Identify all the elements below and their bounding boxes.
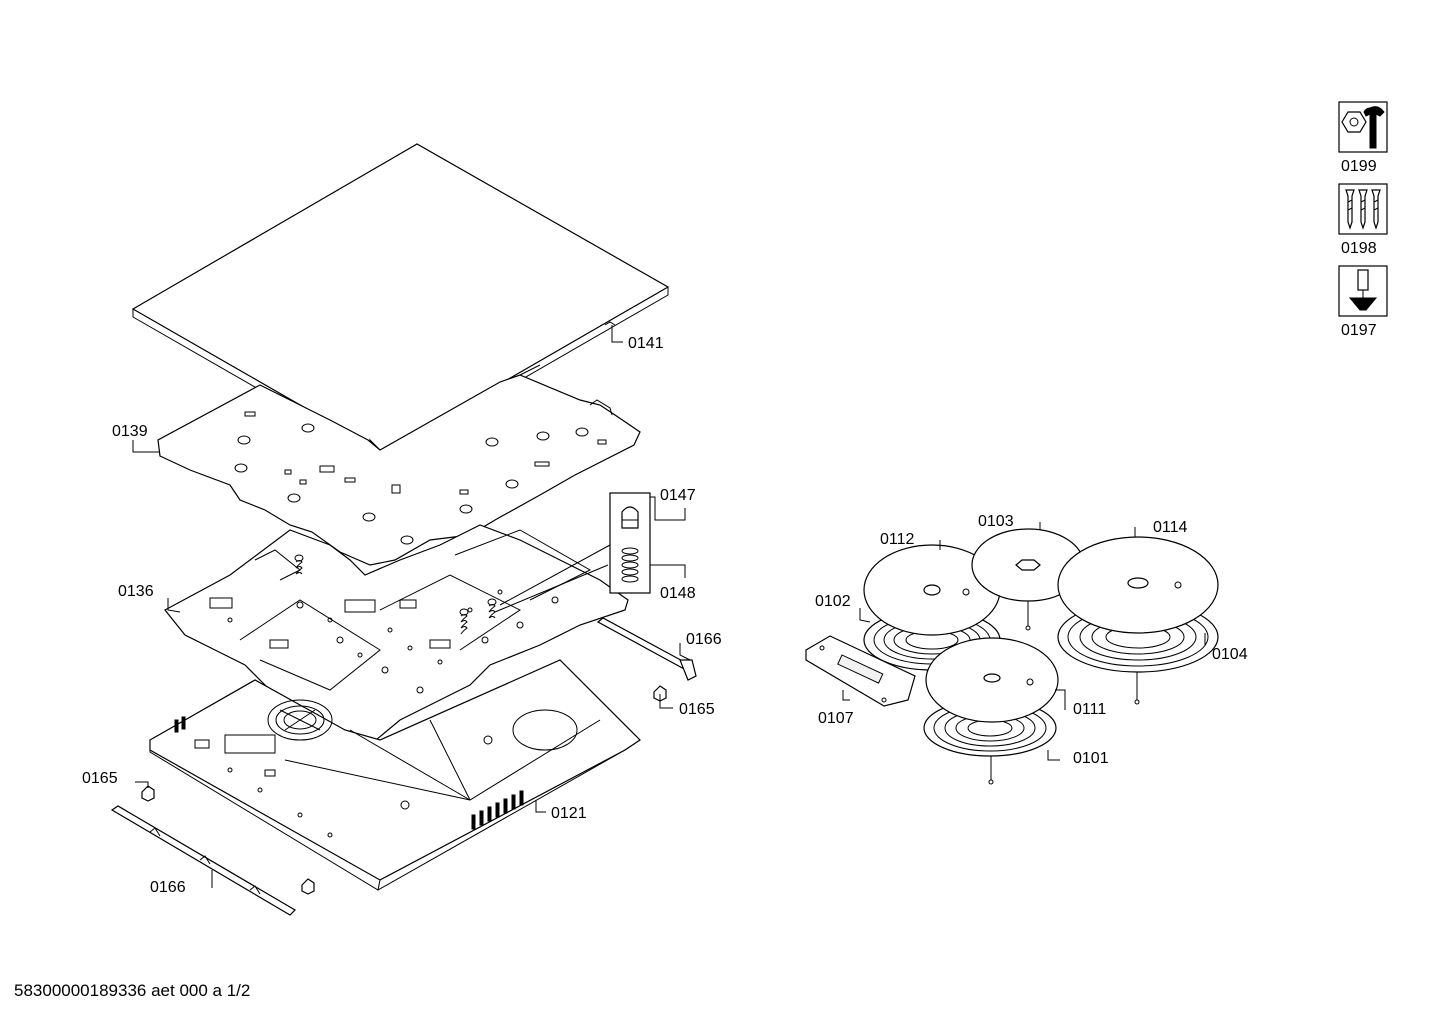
- label-0198[interactable]: 0198: [1341, 240, 1377, 257]
- housing-part[interactable]: [149, 659, 641, 891]
- screws-icon: [1345, 189, 1381, 230]
- label-0102[interactable]: 0102: [815, 593, 851, 610]
- leader-lines: [132, 325, 1206, 888]
- accessory-icon-0198[interactable]: [1338, 183, 1388, 235]
- label-0147[interactable]: 0147: [660, 487, 696, 504]
- label-0148[interactable]: 0148: [660, 585, 696, 602]
- label-0107[interactable]: 0107: [818, 710, 854, 727]
- label-0121[interactable]: 0121: [551, 805, 587, 822]
- insulation-plate-part[interactable]: [157, 374, 641, 566]
- label-0141[interactable]: 0141: [628, 335, 664, 352]
- label-0165-right[interactable]: 0165: [679, 701, 715, 718]
- right-clip-part[interactable]: [653, 685, 667, 702]
- label-0165-left[interactable]: 0165: [82, 770, 118, 787]
- label-0114[interactable]: 0114: [1153, 519, 1188, 536]
- left-clip-part[interactable]: [141, 785, 155, 802]
- left-mounting-rail-part[interactable]: [110, 805, 315, 916]
- spring-part[interactable]: [621, 547, 639, 583]
- document-id-footer: 58300000189336 aet 000 a 1/2: [14, 981, 251, 1000]
- accessory-icon-0197[interactable]: [1338, 265, 1388, 317]
- label-0112[interactable]: 0112: [880, 531, 915, 548]
- label-0111[interactable]: 0111: [1073, 701, 1106, 718]
- label-0103[interactable]: 0103: [978, 513, 1014, 530]
- heating-zone-group: [805, 528, 1219, 785]
- part-labels: 0141 0139 0147 0148 0136 0166 0165 0165 …: [82, 158, 1377, 896]
- heating-plate-0111[interactable]: [925, 637, 1059, 723]
- label-0101[interactable]: 0101: [1073, 750, 1109, 767]
- pin-part[interactable]: [621, 506, 639, 529]
- label-0104[interactable]: 0104: [1212, 646, 1248, 663]
- label-0139[interactable]: 0139: [112, 423, 148, 440]
- spring-detail-callout: [609, 492, 651, 594]
- label-0197[interactable]: 0197: [1341, 322, 1377, 339]
- right-mounting-rail-part[interactable]: [596, 617, 697, 681]
- heating-plate-0114[interactable]: [1057, 536, 1219, 634]
- screwdriver-icon: [1348, 269, 1378, 311]
- sensor-bar-0107[interactable]: [805, 635, 916, 707]
- nut-wrench-icon: [1341, 106, 1385, 149]
- label-0136[interactable]: 0136: [118, 583, 154, 600]
- label-0199[interactable]: 0199: [1341, 158, 1377, 175]
- accessory-icon-0199[interactable]: [1338, 101, 1388, 153]
- label-0166-left[interactable]: 0166: [150, 879, 186, 896]
- label-0166-right[interactable]: 0166: [686, 631, 722, 648]
